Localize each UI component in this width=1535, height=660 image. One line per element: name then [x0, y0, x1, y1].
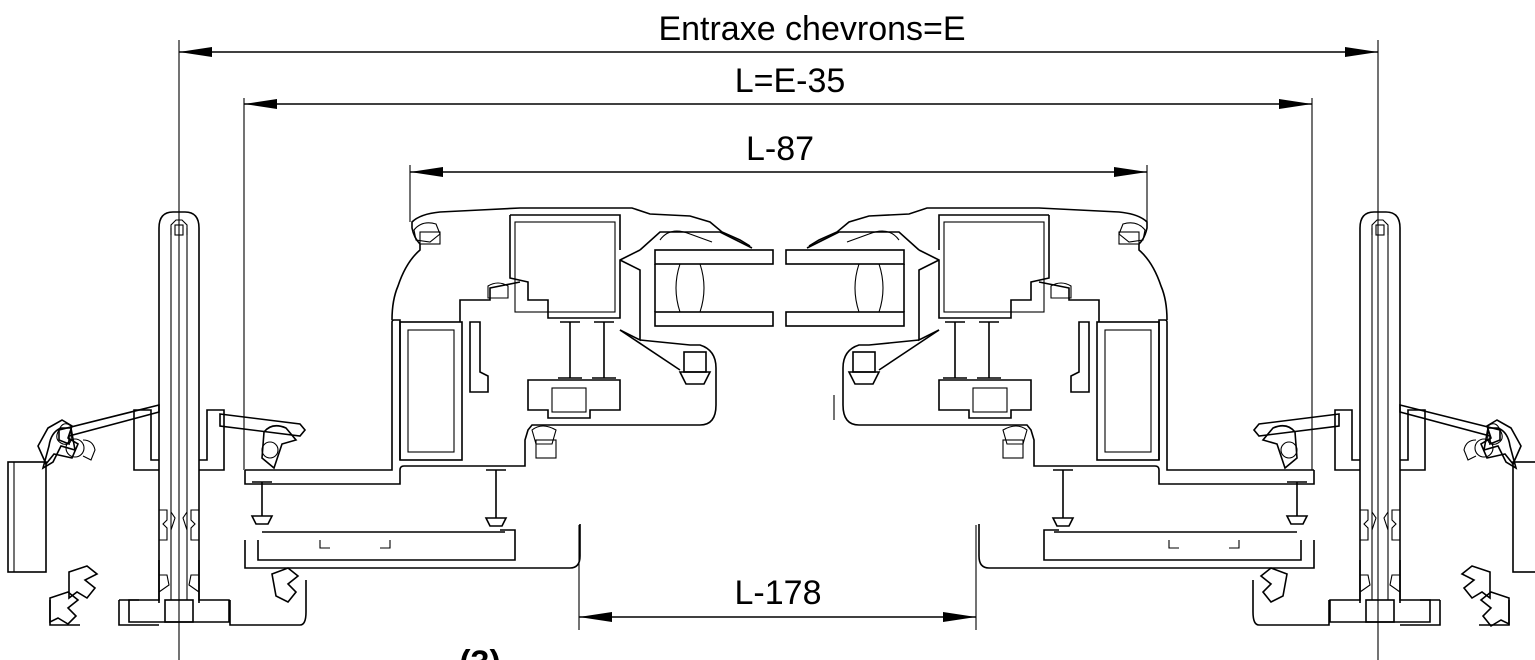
dimension-inner-label: L-87 [746, 130, 814, 168]
dimension-entraxe-label: Entraxe chevrons=E [658, 10, 965, 48]
dimension-inner: L-87 [409, 130, 1148, 222]
dimension-length-label: L=E-35 [735, 62, 846, 100]
dimension-opening: L-178 [578, 525, 977, 630]
dimension-entraxe: Entraxe chevrons=E [178, 10, 1379, 660]
dimension-opening-label: L-178 [735, 574, 822, 612]
reference-label: (3) [459, 644, 501, 660]
dimension-length: L=E-35 [243, 62, 1313, 470]
